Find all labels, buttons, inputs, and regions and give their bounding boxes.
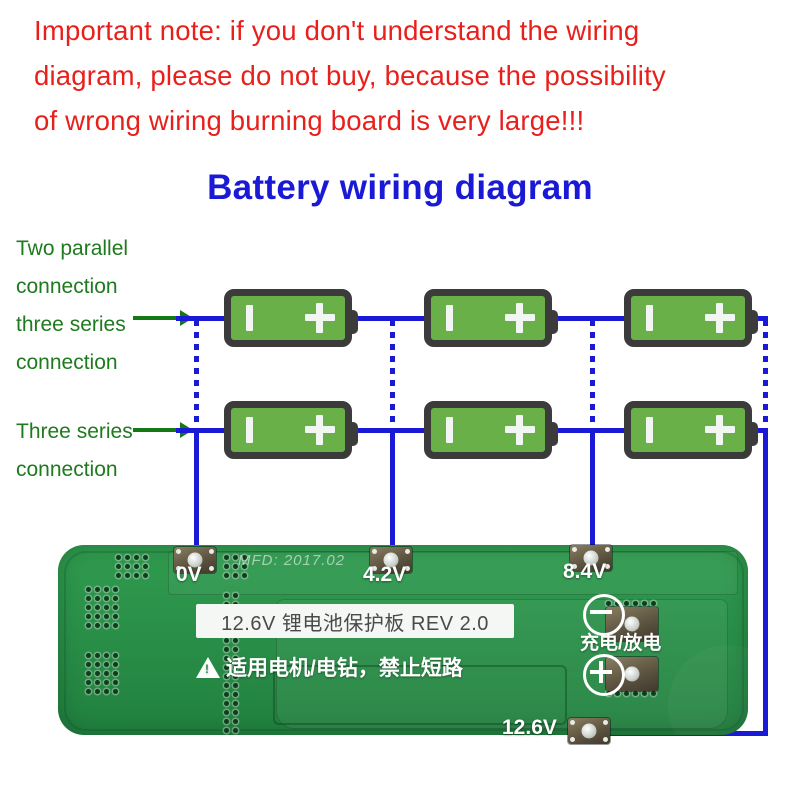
via-grid-top-left <box>116 555 148 578</box>
pcb-warning-text: 适用电机/电钻，禁止短路 <box>226 657 463 680</box>
balance-pad-12-6v[interactable] <box>568 718 610 744</box>
pad-hole-icon <box>581 723 597 739</box>
wire-top-seg-1 <box>352 316 434 321</box>
battery-nub-icon <box>745 310 758 334</box>
charge-discharge-label: 充电/放电 <box>580 633 662 654</box>
wire-drop-8-4v <box>590 428 595 566</box>
warning-note-line-1: Important note: if you don't understand … <box>34 15 640 46</box>
arrow-icon-top <box>133 310 193 326</box>
pcb-name-label: 12.6V 锂电池保护板 REV 2.0 <box>196 604 514 638</box>
wire-parallel-dotted-1 <box>194 320 199 430</box>
wire-bottom-left-lead <box>176 428 226 433</box>
wire-top-seg-2 <box>552 316 634 321</box>
wire-top-left-lead <box>176 316 226 321</box>
battery-negative-terminal-icon <box>446 305 453 331</box>
battery-positive-terminal-icon <box>305 303 335 333</box>
pad-screw-icon <box>209 566 214 571</box>
warning-note: Important note: if you don't understand … <box>34 8 774 143</box>
pad-label-12-6v: 12.6V <box>502 716 557 739</box>
arrow-icon-bottom <box>133 422 193 438</box>
pcb-top-strip <box>168 551 738 595</box>
wire-right-return-vertical <box>763 428 768 736</box>
pad-hole-icon <box>187 552 203 568</box>
pad-screw-icon <box>605 564 610 569</box>
annotation-two-parallel: Two parallel connection three series con… <box>16 230 128 382</box>
pad-hole-icon <box>583 550 599 566</box>
battery-cell-bottom-1[interactable] <box>224 401 358 459</box>
pad-screw-icon <box>176 566 181 571</box>
wire-parallel-dotted-3 <box>590 320 595 430</box>
wire-bottom-right-lead <box>752 428 768 433</box>
via-grid-top-mid <box>224 555 247 578</box>
battery-positive-terminal-icon <box>505 303 535 333</box>
battery-positive-terminal-icon <box>505 415 535 445</box>
via-grid-left-bottom <box>86 653 118 694</box>
warning-note-line-2: diagram, please do not buy, because the … <box>34 60 666 91</box>
annotation-two-parallel-line-4: connection <box>16 351 118 374</box>
battery-nub-icon <box>745 422 758 446</box>
battery-positive-terminal-icon <box>705 415 735 445</box>
pad-label-0v: 0V <box>176 563 202 586</box>
pad-label-8-4v: 8.4V <box>563 560 607 583</box>
battery-cell-top-3[interactable] <box>624 289 758 347</box>
battery-negative-terminal-icon <box>246 305 253 331</box>
wire-top-right-lead <box>752 316 768 321</box>
bms-protection-board <box>58 545 748 735</box>
pad-screw-icon <box>603 720 608 725</box>
pad-hole-icon <box>624 616 640 632</box>
battery-cell-top-1[interactable] <box>224 289 358 347</box>
page-title: Battery wiring diagram <box>207 168 593 207</box>
wire-parallel-dotted-4 <box>763 320 768 430</box>
battery-nub-icon <box>345 310 358 334</box>
pcb-trace-outline <box>273 665 567 725</box>
wire-drop-4-2v <box>390 428 395 568</box>
pad-label-4-2v: 4.2V <box>363 563 407 586</box>
annotation-two-parallel-line-2: connection <box>16 275 118 298</box>
pad-screw-icon <box>570 737 575 742</box>
battery-nub-icon <box>545 422 558 446</box>
pad-screw-icon <box>405 566 410 571</box>
battery-positive-terminal-icon <box>705 303 735 333</box>
annotation-two-parallel-line-1: Two parallel <box>16 237 129 260</box>
warning-triangle-icon <box>196 656 220 678</box>
balance-pad-8-4v[interactable] <box>570 545 612 571</box>
battery-nub-icon <box>545 310 558 334</box>
balance-pad-4-2v[interactable] <box>370 547 412 573</box>
pad-screw-icon <box>605 547 610 552</box>
pad-screw-icon <box>372 566 377 571</box>
wire-drop-0v <box>194 428 199 568</box>
pcb-mfd-text: MFD: 2017.02 <box>238 552 346 569</box>
pad-screw-icon <box>405 549 410 554</box>
wire-parallel-dotted-2 <box>390 320 395 430</box>
pad-screw-icon <box>603 737 608 742</box>
battery-nub-icon <box>345 422 358 446</box>
via-grid-left-top <box>86 587 118 628</box>
battery-cell-bottom-2[interactable] <box>424 401 558 459</box>
annotation-two-parallel-line-3: three series <box>16 313 126 336</box>
pad-screw-icon <box>570 720 575 725</box>
pad-hole-icon <box>624 666 640 682</box>
pad-screw-icon <box>572 547 577 552</box>
battery-cell-top-2[interactable] <box>424 289 558 347</box>
annotation-three-series: Three series connection <box>16 413 133 489</box>
warning-note-line-3: of wrong wiring burning board is very la… <box>34 105 585 136</box>
pcb-warning-label: 适用电机/电钻，禁止短路 <box>196 652 556 682</box>
annotation-three-series-line-2: connection <box>16 458 118 481</box>
pad-screw-icon <box>572 564 577 569</box>
terminal-negative-icon <box>583 594 625 636</box>
terminal-positive-icon <box>583 654 625 696</box>
pad-hole-icon <box>383 552 399 568</box>
battery-positive-terminal-icon <box>305 415 335 445</box>
battery-negative-terminal-icon <box>646 305 653 331</box>
battery-negative-terminal-icon <box>246 417 253 443</box>
battery-cell-bottom-3[interactable] <box>624 401 758 459</box>
annotation-three-series-line-1: Three series <box>16 420 133 443</box>
battery-negative-terminal-icon <box>646 417 653 443</box>
balance-pad-0v[interactable] <box>174 547 216 573</box>
pad-screw-icon <box>372 549 377 554</box>
pad-screw-icon <box>176 549 181 554</box>
battery-negative-terminal-icon <box>446 417 453 443</box>
pad-screw-icon <box>209 549 214 554</box>
